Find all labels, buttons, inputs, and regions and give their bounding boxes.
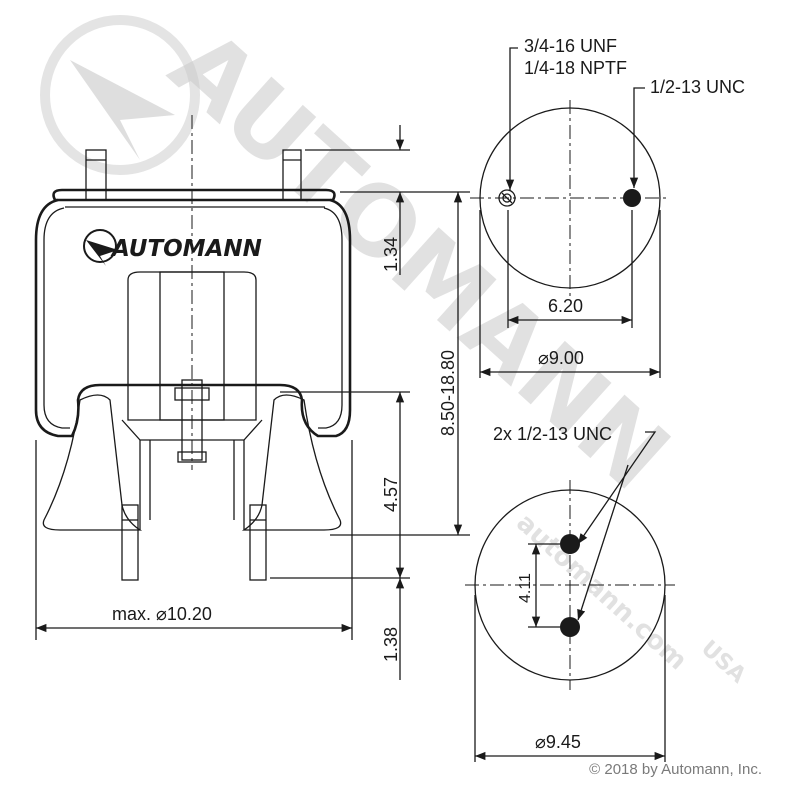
bottom-stud-label: 2x 1/2-13 UNC <box>493 424 612 444</box>
piston-left <box>42 394 143 531</box>
dim-max-diameter: max. ⌀10.20 <box>112 604 212 624</box>
top-stud-left <box>85 149 107 201</box>
dim-height-bottom-mid: 4.57 <box>381 477 401 512</box>
piston-right <box>241 394 342 531</box>
top-stud-dot <box>623 189 641 207</box>
bottom-stud-left <box>121 504 139 581</box>
bottom-stud-dot-lower <box>560 617 580 637</box>
bellow <box>34 198 352 438</box>
bead-plate <box>52 188 336 202</box>
dim-top-spacing: 6.20 <box>548 296 583 316</box>
dim-bottom-diameter: ⌀9.45 <box>535 732 581 752</box>
bottom-stud-right <box>249 504 267 581</box>
bottom-stud-dot-upper <box>560 534 580 554</box>
top-stud-label: 1/2-13 UNC <box>650 77 745 97</box>
dim-height-top: 1.34 <box>381 237 401 272</box>
dim-height-range: 8.50-18.80 <box>438 350 458 436</box>
bottom-view: 2x 1/2-13 UNC 4.11 ⌀9.45 <box>465 424 675 762</box>
side-view: AUTOMANN 1.34 8.50-1 <box>34 115 470 680</box>
port-label-2: 1/4-18 NPTF <box>524 58 627 78</box>
watermark-logo-icon <box>70 60 175 160</box>
dim-top-diameter: ⌀9.00 <box>538 348 584 368</box>
logo-text: AUTOMANN <box>110 236 262 262</box>
watermark-logo-circle <box>40 15 200 175</box>
top-view: 3/4-16 UNF 1/4-18 NPTF 1/2-13 UNC 6.20 ⌀… <box>470 36 745 378</box>
watermark: AUTOMANN automann.com USA <box>40 9 750 689</box>
watermark-usa: USA <box>696 636 750 689</box>
copyright: © 2018 by Automann, Inc. <box>589 761 762 778</box>
bellow-logo: AUTOMANN <box>83 229 262 266</box>
bumper <box>127 271 257 421</box>
dim-bottom-spacing: 4.11 <box>517 573 534 603</box>
dim-height-bottom: 1.38 <box>381 627 401 662</box>
center-bolt <box>181 379 203 461</box>
air-port-icon <box>498 189 516 207</box>
port-label-1: 3/4-16 UNF <box>524 36 617 56</box>
